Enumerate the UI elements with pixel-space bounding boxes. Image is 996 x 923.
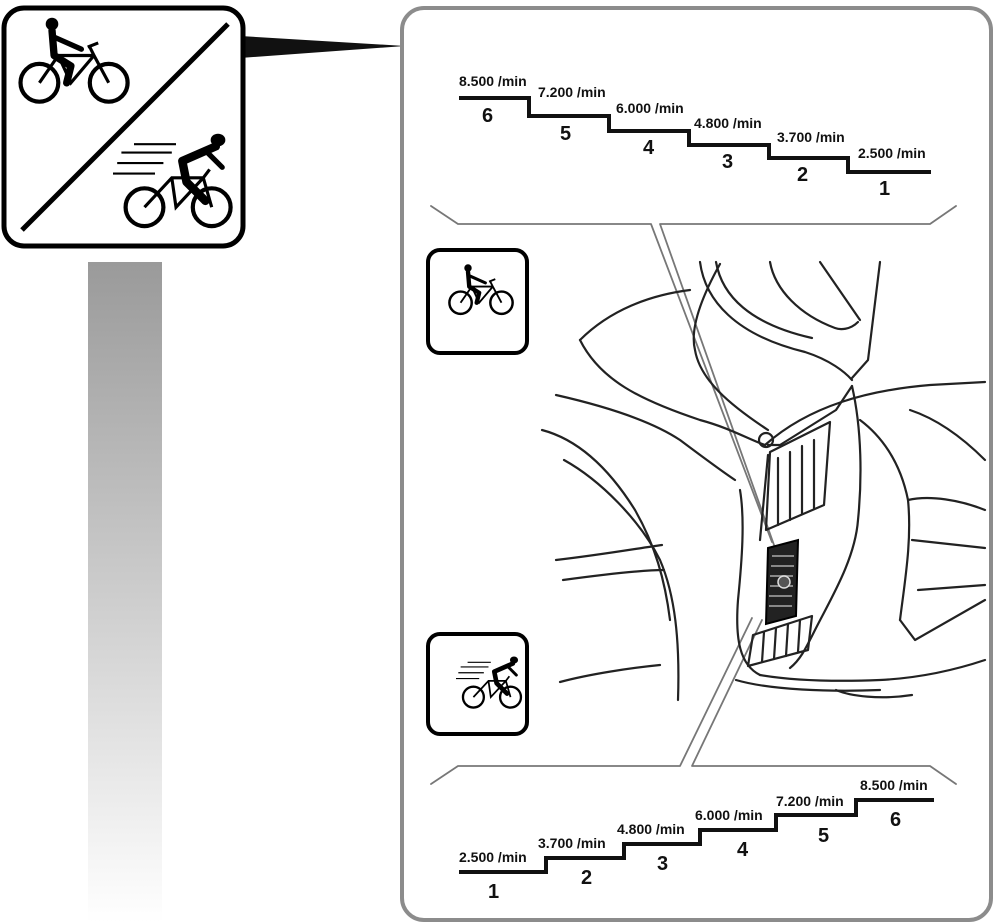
top-level-number: 2: [797, 164, 808, 186]
top-level-number: 5: [560, 123, 571, 145]
bottom-speed-label: 7.200 /min: [776, 793, 844, 809]
bottom-speed-label: 6.000 /min: [695, 807, 763, 823]
bottom-level-number: 3: [657, 853, 668, 875]
top-speed-label: 3.700 /min: [777, 129, 845, 145]
gradient-bar: [88, 262, 162, 923]
top-speed-label: 8.500 /min: [459, 73, 527, 89]
bottom-speed-label: 2.500 /min: [459, 849, 527, 865]
bottom-speed-label: 8.500 /min: [860, 777, 928, 793]
bottom-speed-label: 4.800 /min: [617, 821, 685, 837]
bottom-level-number: 2: [581, 867, 592, 889]
top-level-number: 3: [722, 151, 733, 173]
top-speed-label: 2.500 /min: [858, 145, 926, 161]
bottom-level-number: 5: [818, 825, 829, 847]
bottom-staircase-line: [459, 798, 934, 874]
slow-cyclist-icon: [426, 248, 529, 355]
bottom-level-number: 1: [488, 881, 499, 903]
top-level-number: 6: [482, 105, 493, 127]
device-illustration: [430, 205, 987, 785]
top-level-number: 1: [879, 178, 890, 200]
callout-pointer: [240, 36, 405, 58]
top-speed-scale: 8.500 /min 6 7.200 /min 5 6.000 /min 4 4…: [459, 73, 931, 200]
bottom-level-number: 4: [737, 839, 749, 861]
top-level-number: 4: [643, 137, 655, 159]
top-speed-label: 4.800 /min: [694, 115, 762, 131]
speed-dial: [764, 538, 800, 626]
bicycle-speed-icon: [1, 5, 246, 249]
top-staircase-line: [459, 96, 931, 174]
bottom-speed-label: 3.700 /min: [538, 835, 606, 851]
fast-cyclist-icon: [426, 632, 529, 736]
top-speed-label: 6.000 /min: [616, 100, 684, 116]
bottom-speed-scale: 2.500 /min 1 3.700 /min 2 4.800 /min 3 6…: [459, 777, 934, 903]
bottom-level-number: 6: [890, 809, 901, 831]
top-speed-label: 7.200 /min: [538, 84, 606, 100]
